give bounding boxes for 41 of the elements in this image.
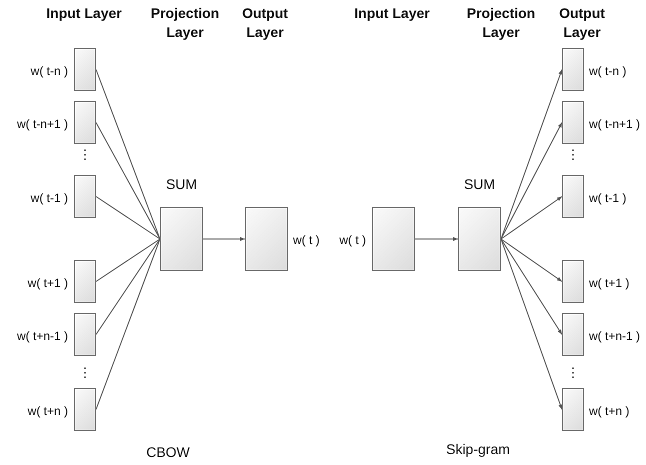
word-label: w( t-1 ) — [589, 190, 626, 204]
word-label: w( t+n-1 ) — [589, 328, 640, 342]
word-label: w( t+n ) — [28, 404, 68, 418]
ellipsis: ⋮ — [78, 148, 92, 162]
word-label: w( t-n ) — [589, 64, 626, 78]
column-heading: Output Layer — [241, 4, 289, 42]
ellipsis: ⋮ — [566, 148, 580, 162]
connector-line — [96, 238, 160, 335]
connector-line — [96, 69, 160, 240]
arrow — [202, 237, 246, 241]
column-heading: Output Layer — [558, 4, 606, 42]
word-label: w( t-n+1 ) — [589, 116, 640, 130]
connector-line — [96, 238, 160, 410]
word-label: w( t+n ) — [589, 404, 630, 418]
word-label: w( t+1 ) — [28, 276, 68, 290]
connector-line — [96, 238, 160, 282]
word-label: w( t ) — [339, 233, 366, 247]
connector-line — [96, 122, 160, 240]
word-label: w( t+n-1 ) — [16, 328, 68, 342]
arrow — [500, 238, 562, 335]
ellipsis: ⋮ — [78, 366, 92, 380]
word-label: w( t+1 ) — [589, 276, 630, 290]
word-label: w( t ) — [293, 233, 320, 247]
operation-label: SUM — [464, 177, 496, 191]
operation-label: SUM — [166, 177, 198, 191]
word-label: w( t-1 ) — [30, 190, 68, 204]
model-caption: CBOW — [146, 444, 190, 460]
word-label: w( t-n ) — [30, 64, 68, 78]
column-heading: Input Layer — [45, 4, 123, 23]
word-label: w( t-n+1 ) — [16, 116, 68, 130]
arrow — [500, 122, 562, 240]
column-heading: Input Layer — [353, 4, 431, 23]
arrow — [500, 238, 562, 410]
arrow — [500, 238, 562, 282]
ellipsis: ⋮ — [566, 366, 580, 380]
column-heading: Projection Layer — [466, 4, 536, 42]
model-caption: Skip-gram — [446, 441, 510, 457]
connector-line — [96, 196, 160, 240]
arrow — [500, 196, 562, 240]
column-heading: Projection Layer — [150, 4, 220, 42]
arrow — [414, 237, 458, 241]
